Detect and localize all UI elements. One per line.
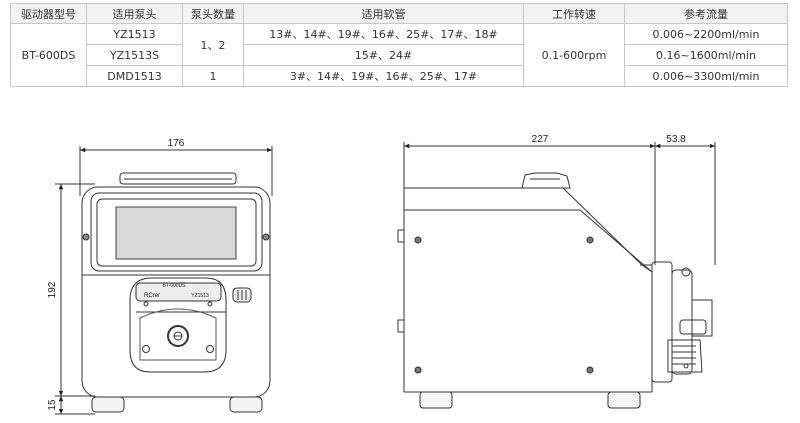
body-model-label: BT-600DS [162,283,186,289]
brand-logo: RCrer [144,293,160,299]
pump-count-cell: 1 [182,65,244,87]
header-drive-model: 驱动器型号 [10,3,87,24]
head-model-label: YZ1513 [191,293,209,299]
header-pump-head: 适用泵头 [86,3,183,24]
table-row: YZ1513S 15#、24# 0.16~1600ml/min [11,44,788,66]
side-depth-dim: 227 [532,134,549,145]
front-width-dim: 176 [168,138,185,149]
table-row: BT-600DS YZ1513 1、2 13#、14#、19#、16#、25#、… [10,23,788,87]
table-header-row: 驱动器型号 适用泵头 泵头数量 适用软管 工作转速 参考流量 [10,3,788,24]
head-depth-dim: 53.8 [666,134,686,145]
table-row: DMD1513 1 3#、14#、19#、16#、25#、17# 0.006~3… [11,65,788,87]
side-view [397,142,716,409]
drive-model-cell: BT-600DS [10,23,87,87]
flow-cell: 0.006~3300ml/min [624,65,788,87]
front-view [55,146,273,415]
header-pump-count: 泵头数量 [182,3,244,24]
header-flow: 参考流量 [624,3,788,24]
spec-table: 驱动器型号 适用泵头 泵头数量 适用软管 工作转速 参考流量 BT-600DS … [10,3,788,87]
foot-height-dim: 15 [47,399,58,411]
flow-cell: 0.16~1600ml/min [624,44,788,66]
pump-head-cell: YZ1513S [86,44,183,66]
tubing-cell: 3#、14#、19#、16#、25#、17# [243,65,524,87]
speed-cell: 0.1-600rpm [523,23,625,87]
header-speed: 工作转速 [523,3,625,24]
tubing-cell: 15#、24# [243,44,524,66]
pump-head-cell: DMD1513 [86,65,183,87]
front-height-dim: 192 [47,281,58,298]
